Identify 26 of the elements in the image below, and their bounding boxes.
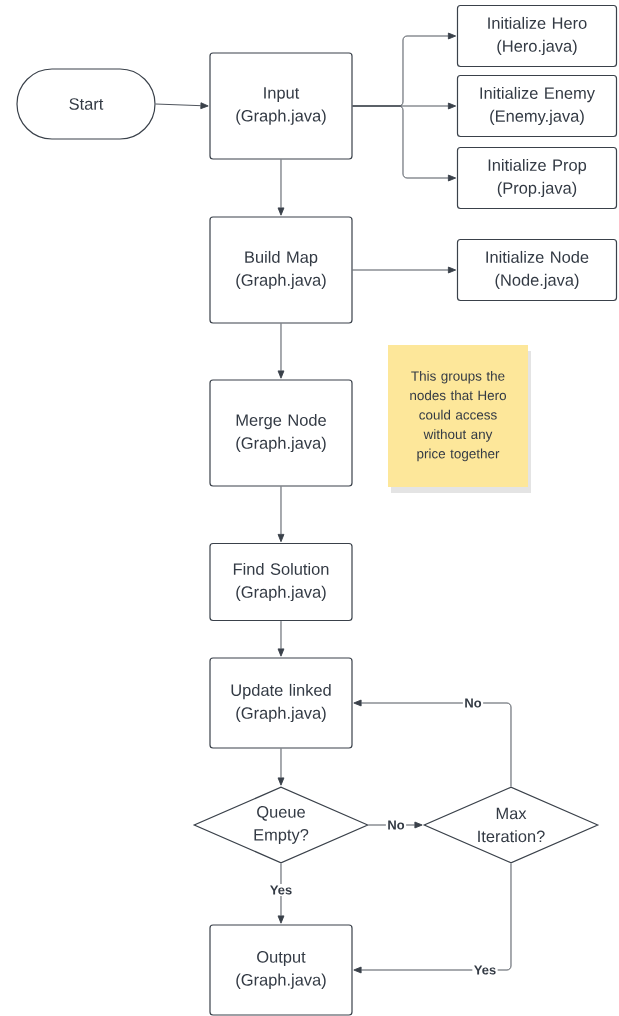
process-box: Initialize Node (Node.java): [456, 238, 618, 302]
edge-label: Yes: [268, 884, 294, 896]
process-box: Find Solution (Graph.java): [209, 542, 353, 622]
arrow: [155, 102, 209, 110]
process-box: Update linked (Graph.java): [209, 657, 353, 749]
edge-label: No: [385, 819, 407, 831]
process-box: Build Map (Graph.java): [209, 216, 353, 324]
arrow: [277, 486, 285, 543]
arrow: [277, 323, 285, 379]
arrow: [277, 863, 285, 924]
sticky-note: This groups the nodes that Hero could access without any price together: [388, 345, 531, 493]
process-box: Initialize Prop (Prop.java): [456, 146, 618, 210]
edge-label: No: [462, 697, 484, 709]
edge-label: Yes: [472, 964, 498, 976]
arrow: [277, 748, 285, 786]
process-box: Initialize Enemy (Enemy.java): [456, 74, 618, 138]
process-box: Merge Node (Graph.java): [209, 379, 353, 487]
process-box: Initialize Hero (Hero.java): [456, 4, 618, 68]
arrow: [277, 159, 285, 216]
arrow: [352, 105, 457, 182]
process-box: Output (Graph.java): [209, 924, 353, 1016]
process-box: Input (Graph.java): [209, 52, 353, 160]
arrow: [277, 620, 285, 657]
arrow: [353, 863, 512, 974]
arrow: [352, 266, 457, 274]
arrow: [353, 699, 512, 787]
